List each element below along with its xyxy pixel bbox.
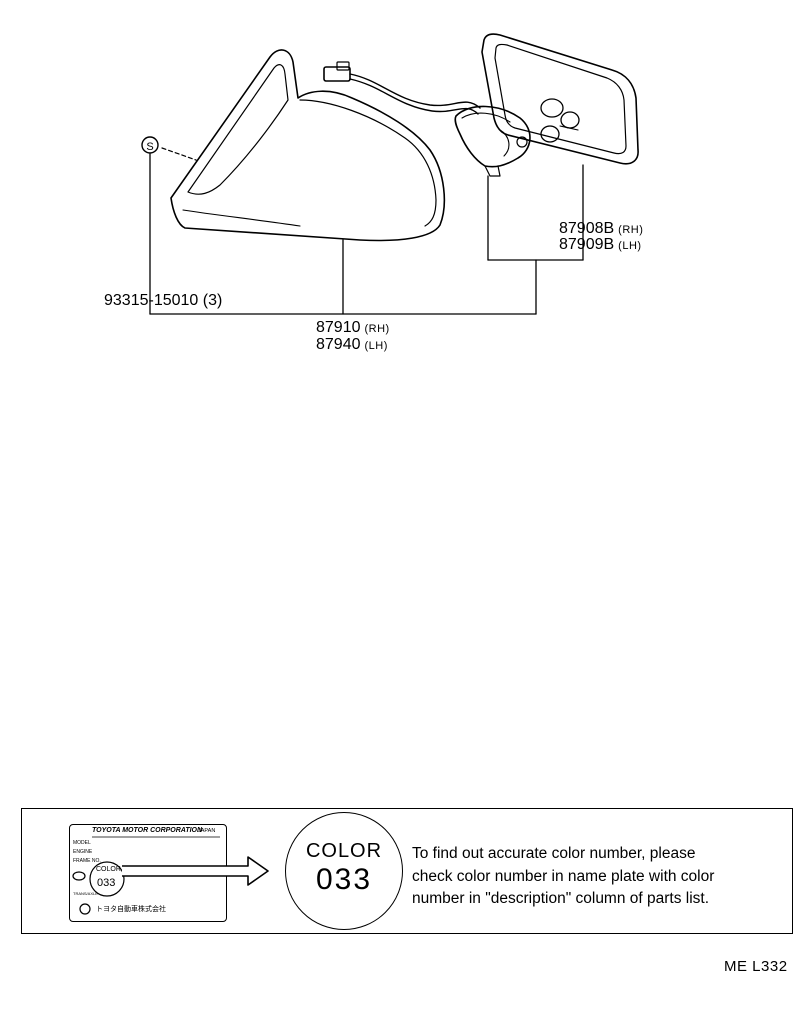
color-code-callout: COLOR 033 [285,812,403,930]
plate-maker: TOYOTA MOTOR CORPORATION [92,827,203,834]
mirror-glass [481,33,639,165]
plate-model-field: MODEL [73,840,91,846]
plate-maker-local: トヨタ自動車株式会社 [96,906,166,913]
mirror-rh-tag: (RH) [364,323,390,335]
color-note-box: TOYOTA MOTOR CORPORATION JAPAN MODEL ENG… [21,808,793,934]
callout-color-code: 033 [315,863,373,896]
plate-country: JAPAN [198,828,216,834]
mirror-rh-number: 87910 [316,319,361,336]
screw-part-number: 93315-15010 [104,292,199,309]
note-line-1: To find out accurate color number, pleas… [412,845,696,862]
arrow-icon [122,856,269,886]
mirror-lh-tag: (LH) [364,340,388,352]
plate-graphics [72,836,220,915]
mirror-housing [170,49,446,242]
plate-frame-field: FRAME NO. [73,858,101,864]
motor-rh-label: 87908B(RH) [559,220,643,238]
motor-lh-number: 87909B [559,236,615,253]
plate-color-code: 033 [97,877,116,889]
screw-symbol-letter: S [146,141,153,153]
plate-engine-field: ENGINE [73,849,93,855]
motor-rh-number: 87908B [559,220,615,237]
mirror-lh-number: 87940 [316,336,361,353]
note-line-2: check color number in name plate with co… [412,867,715,885]
mirror-exploded-diagram: S [141,33,639,315]
screw-qty: (3) [202,292,223,309]
plate-color-word: COLOR [96,866,121,873]
name-plate: TOYOTA MOTOR CORPORATION JAPAN MODEL ENG… [69,824,227,922]
motor-rh-tag: (RH) [618,224,644,236]
mirror-motor [454,105,531,168]
plate-trans-field: TRANS/AXLE [73,891,98,896]
screw-part-label: 93315-15010 (3) [104,292,222,310]
motor-lh-label: 87909B(LH) [559,236,642,254]
page-code: ME L332 [724,958,788,975]
callout-color-word: COLOR [305,840,383,862]
motor-lh-tag: (LH) [618,240,642,252]
note-line-3: number in "description" column of parts … [412,890,710,907]
color-instruction-text: To find out accurate color number, pleas… [412,843,787,911]
mirror-rh-label: 87910(RH) [316,319,390,337]
screw-symbol-circle [141,136,159,154]
mirror-lh-label: 87940(LH) [316,336,388,354]
wire-harness [349,73,481,109]
